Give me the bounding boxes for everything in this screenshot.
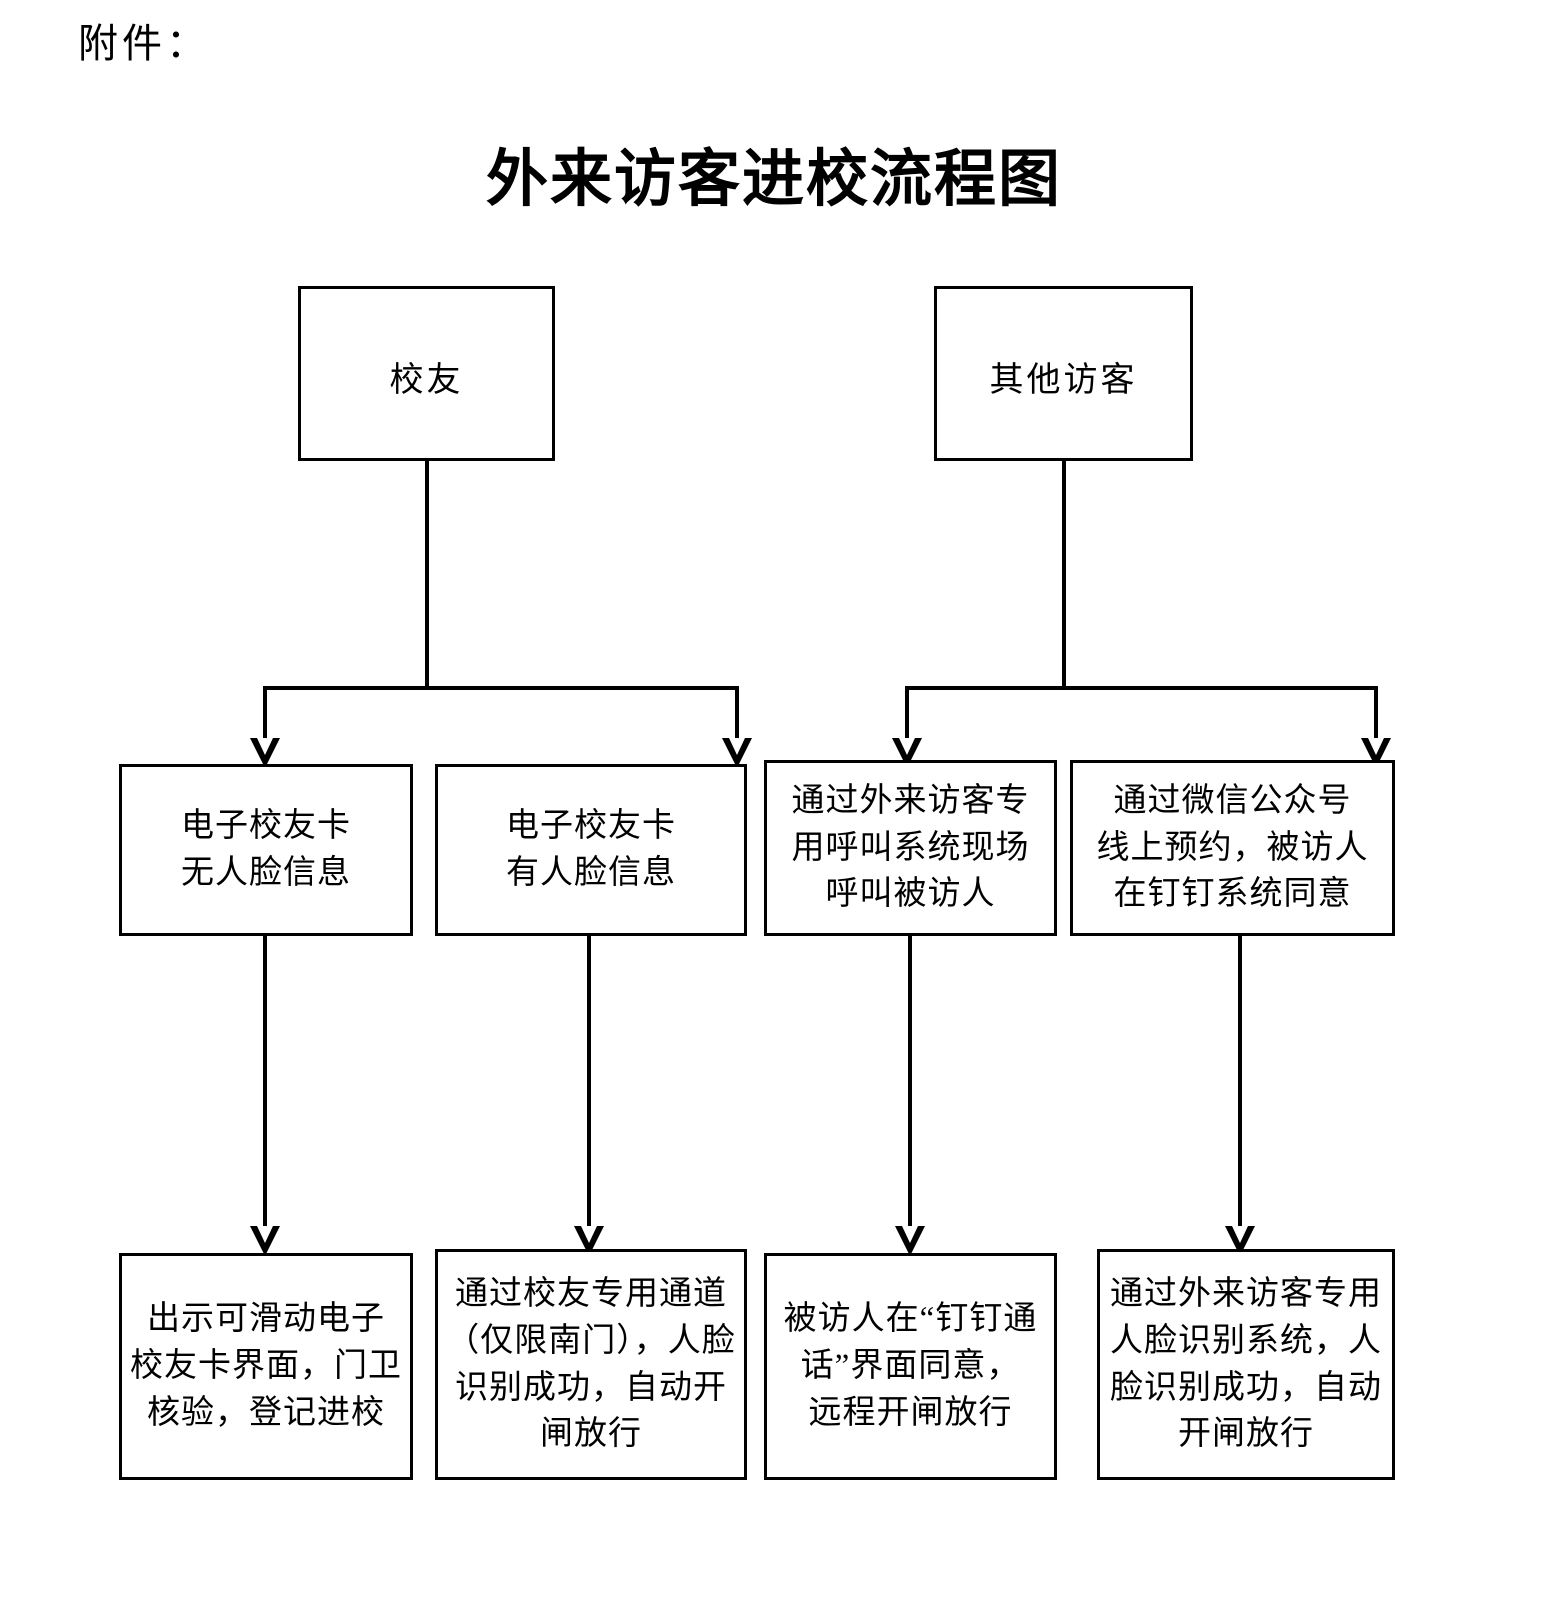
node-e-card-with-face-label: 电子校友卡 有人脸信息 [506,808,676,891]
connector-other-visitors-stem [1062,461,1066,690]
connector-alumni-left-drop [263,686,267,746]
node-e-card-no-face-label: 电子校友卡 无人脸信息 [181,808,351,891]
node-other-visitors-label: 其他访客 [989,362,1138,400]
node-dingtalk-call: 被访人在“钉钉通 话”界面同意， 远程开闸放行 [764,1253,1057,1480]
arrowhead-notch-5 [257,1226,273,1243]
page-title: 外来访客进校流程图 [485,142,1062,215]
arrowhead-notch-8 [1232,1226,1248,1243]
node-wechat-booking-label: 通过微信公众号 线上预约，被访人 在钉钉系统同意 [1096,782,1369,913]
arrowhead-notch-6 [581,1226,597,1243]
node-alumni-label: 校友 [389,362,464,400]
node-visitor-face-system-label: 通过外来访客专用 人脸识别系统，人 脸识别成功，自动 开闸放行 [1110,1275,1382,1453]
node-visitor-face-system: 通过外来访客专用 人脸识别系统，人 脸识别成功，自动 开闸放行 [1097,1249,1395,1480]
connector-alumni-stem [425,461,429,690]
node-call-system: 通过外来访客专 用呼叫系统现场 呼叫被访人 [764,760,1057,936]
attachment-label: 附件： [78,21,210,66]
node-alumni: 校友 [298,286,555,461]
connector-alumni-right-drop [735,686,739,746]
node-wechat-booking: 通过微信公众号 线上预约，被访人 在钉钉系统同意 [1070,760,1395,936]
connector-alumni-bar [263,686,739,690]
connector-mid3-to-bottom3 [908,936,912,1236]
connector-mid2-to-bottom2 [587,936,591,1236]
node-e-card-with-face: 电子校友卡 有人脸信息 [435,764,747,936]
arrowhead-notch-7 [902,1226,918,1243]
connector-mid4-to-bottom4 [1238,936,1242,1236]
connector-other-visitors-left-drop [905,686,909,746]
node-e-card-no-face: 电子校友卡 无人脸信息 [119,764,413,936]
arrowhead-notch-3 [899,738,915,755]
node-alumni-lane: 通过校友专用通道 （仅限南门），人脸 识别成功，自动开 闸放行 [435,1249,747,1480]
node-alumni-lane-label: 通过校友专用通道 （仅限南门），人脸 识别成功，自动开 闸放行 [446,1275,736,1453]
node-show-card-guard-label: 出示可滑动电子 校友卡界面，门卫 核验，登记进校 [130,1301,402,1431]
connector-other-visitors-right-drop [1374,686,1378,746]
arrowhead-notch-4 [1368,738,1384,755]
node-call-system-label: 通过外来访客专 用呼叫系统现场 呼叫被访人 [791,782,1030,913]
connector-other-visitors-bar [905,686,1378,690]
arrowhead-notch-2 [729,738,745,755]
node-dingtalk-call-label: 被访人在“钉钉通 话”界面同意， 远程开闸放行 [783,1301,1038,1431]
node-other-visitors: 其他访客 [934,286,1193,461]
arrowhead-notch-1 [257,738,273,755]
node-show-card-guard: 出示可滑动电子 校友卡界面，门卫 核验，登记进校 [119,1253,413,1480]
connector-mid1-to-bottom1 [263,936,267,1236]
